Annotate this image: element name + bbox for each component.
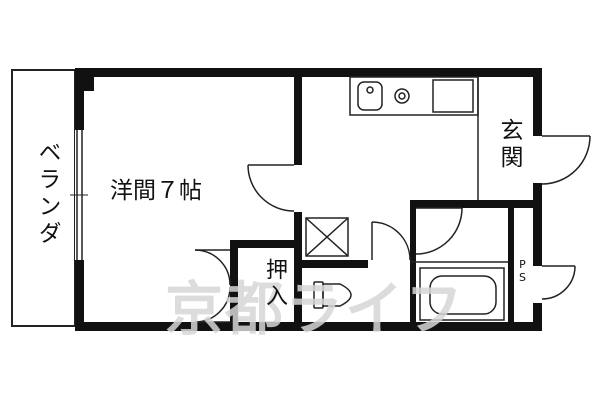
- interior-walls: [230, 77, 538, 327]
- washer-pan: [305, 217, 349, 257]
- door-swings: [194, 135, 591, 323]
- toilet: [313, 281, 352, 309]
- ps-label: PS: [516, 258, 529, 284]
- watermark: 京都ライフ: [165, 275, 466, 343]
- veranda-label: ベランダ: [34, 140, 60, 248]
- veranda-window: [70, 130, 88, 260]
- western-room-label: 洋間７帖: [110, 178, 202, 204]
- bathtub: [419, 267, 505, 321]
- closet-label: 押入: [262, 258, 287, 310]
- kitchen-counter: [349, 76, 479, 116]
- entrance-label: 玄関: [496, 118, 522, 172]
